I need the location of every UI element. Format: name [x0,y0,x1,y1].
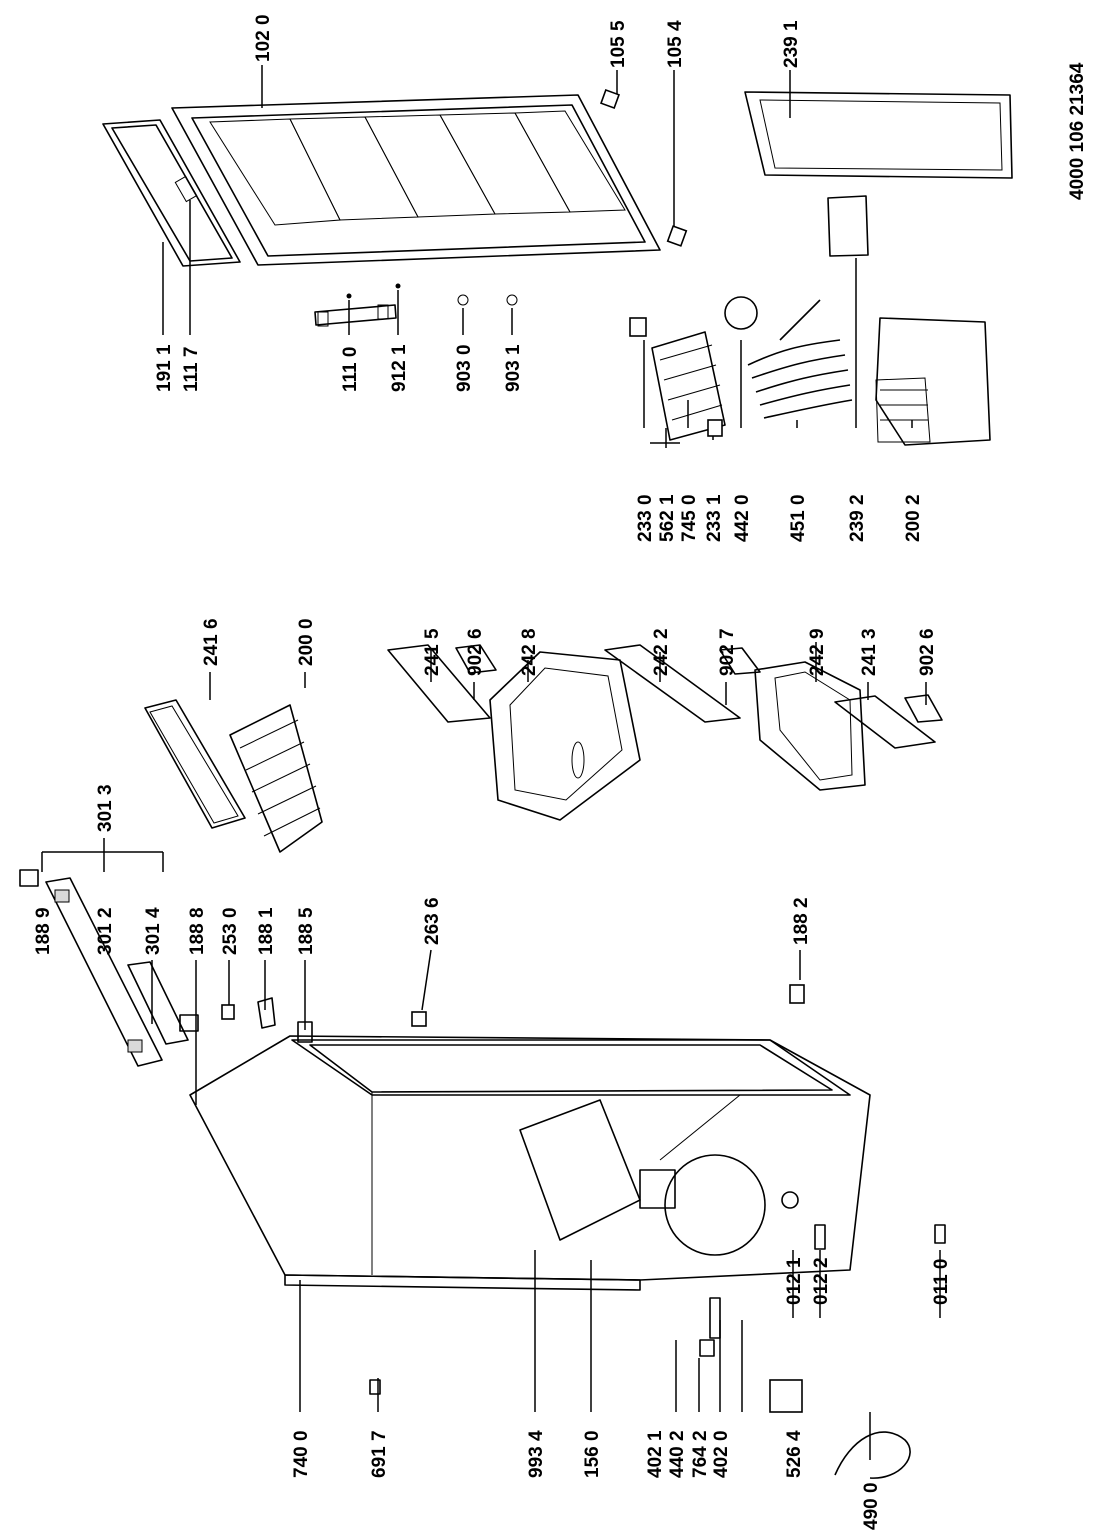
label-188-2: 188 2 [791,897,812,945]
label-105-5: 105 5 [608,20,629,68]
label-912-1: 912 1 [389,344,410,392]
label-012-1: 012 1 [784,1257,805,1305]
shelf-flap [144,699,246,829]
leader-lines [41,65,941,1460]
label-301-2: 301 2 [95,907,116,955]
label-188-5: 188 5 [296,907,317,955]
label-691-7: 691 7 [369,1430,390,1478]
label-253-0: 253 0 [220,907,241,955]
doc-code: 4000 106 21364 [1067,62,1088,200]
label-239-1: 239 1 [781,20,802,68]
label-241-5: 241 5 [422,628,443,676]
wire-shelf [229,704,323,853]
label-745-0: 745 0 [679,494,700,542]
label-191-1: 191 1 [154,344,175,392]
back-cover-plate [744,91,1013,179]
air-duct-box [875,317,991,446]
label-105-4: 105 4 [665,20,686,68]
label-239-2: 239 2 [847,494,868,542]
drawer-bottom [754,661,866,791]
label-188-8: 188 8 [187,907,208,955]
label-012-2: 012 2 [811,1257,832,1305]
label-241-3: 241 3 [859,628,880,676]
cabinet-body [189,1035,871,1291]
label-562-1: 562 1 [657,494,678,542]
label-263-6: 263 6 [422,897,443,945]
control-panel [19,869,199,1067]
label-442-0: 442 0 [732,494,753,542]
label-200-2: 200 2 [903,494,924,542]
label-740-0: 740 0 [291,1430,312,1478]
label-903-0: 903 0 [454,344,475,392]
label-902-6-a: 902 6 [465,628,486,676]
label-011-0: 011 0 [931,1259,952,1306]
label-233-1: 233 1 [704,494,725,542]
label-242-8: 242 8 [519,628,540,676]
label-902-6-b: 902 6 [917,628,938,676]
drawer-flap-bottom [834,694,943,749]
cabinet-top-parts [221,984,805,1043]
label-188-9: 188 9 [33,907,54,955]
label-102-0: 102 0 [253,14,274,62]
label-402-0: 402 0 [711,1430,732,1478]
hinge-parts [600,89,688,247]
label-902-7: 902 7 [717,628,738,676]
door-panel [171,94,661,266]
label-111-0: 111 0 [340,347,361,392]
label-188-1: 188 1 [256,907,277,955]
drawer-flap-top [387,644,497,723]
label-200-0: 200 0 [296,618,317,666]
label-233-0: 233 0 [635,494,656,542]
part-labels: 102 0 105 5 105 4 239 1 4000 106 21364 1… [33,14,1088,1530]
label-241-6: 241 6 [201,618,222,666]
label-764-2: 764 2 [690,1430,711,1478]
label-301-4: 301 4 [143,907,164,955]
drawer-top [489,651,641,821]
door-bracket [314,283,518,327]
label-242-2: 242 2 [651,628,672,676]
evaporator-cover [827,195,869,257]
label-440-2: 440 2 [667,1430,688,1478]
label-111-7: 111 7 [181,347,202,392]
label-402-1: 402 1 [645,1430,666,1478]
label-526-4: 526 4 [784,1430,805,1478]
label-993-4: 993 4 [526,1430,547,1478]
label-490-0: 490 0 [861,1482,882,1530]
label-451-0: 451 0 [788,494,809,542]
label-242-9: 242 9 [807,628,828,676]
evaporator-group [629,296,853,444]
label-156-0: 156 0 [582,1430,603,1478]
label-301-3: 301 3 [95,784,116,832]
door-gasket [102,119,241,267]
lower-loose-parts [369,1224,946,1479]
label-903-1: 903 1 [503,344,524,392]
drawer-flap-middle [604,644,761,723]
